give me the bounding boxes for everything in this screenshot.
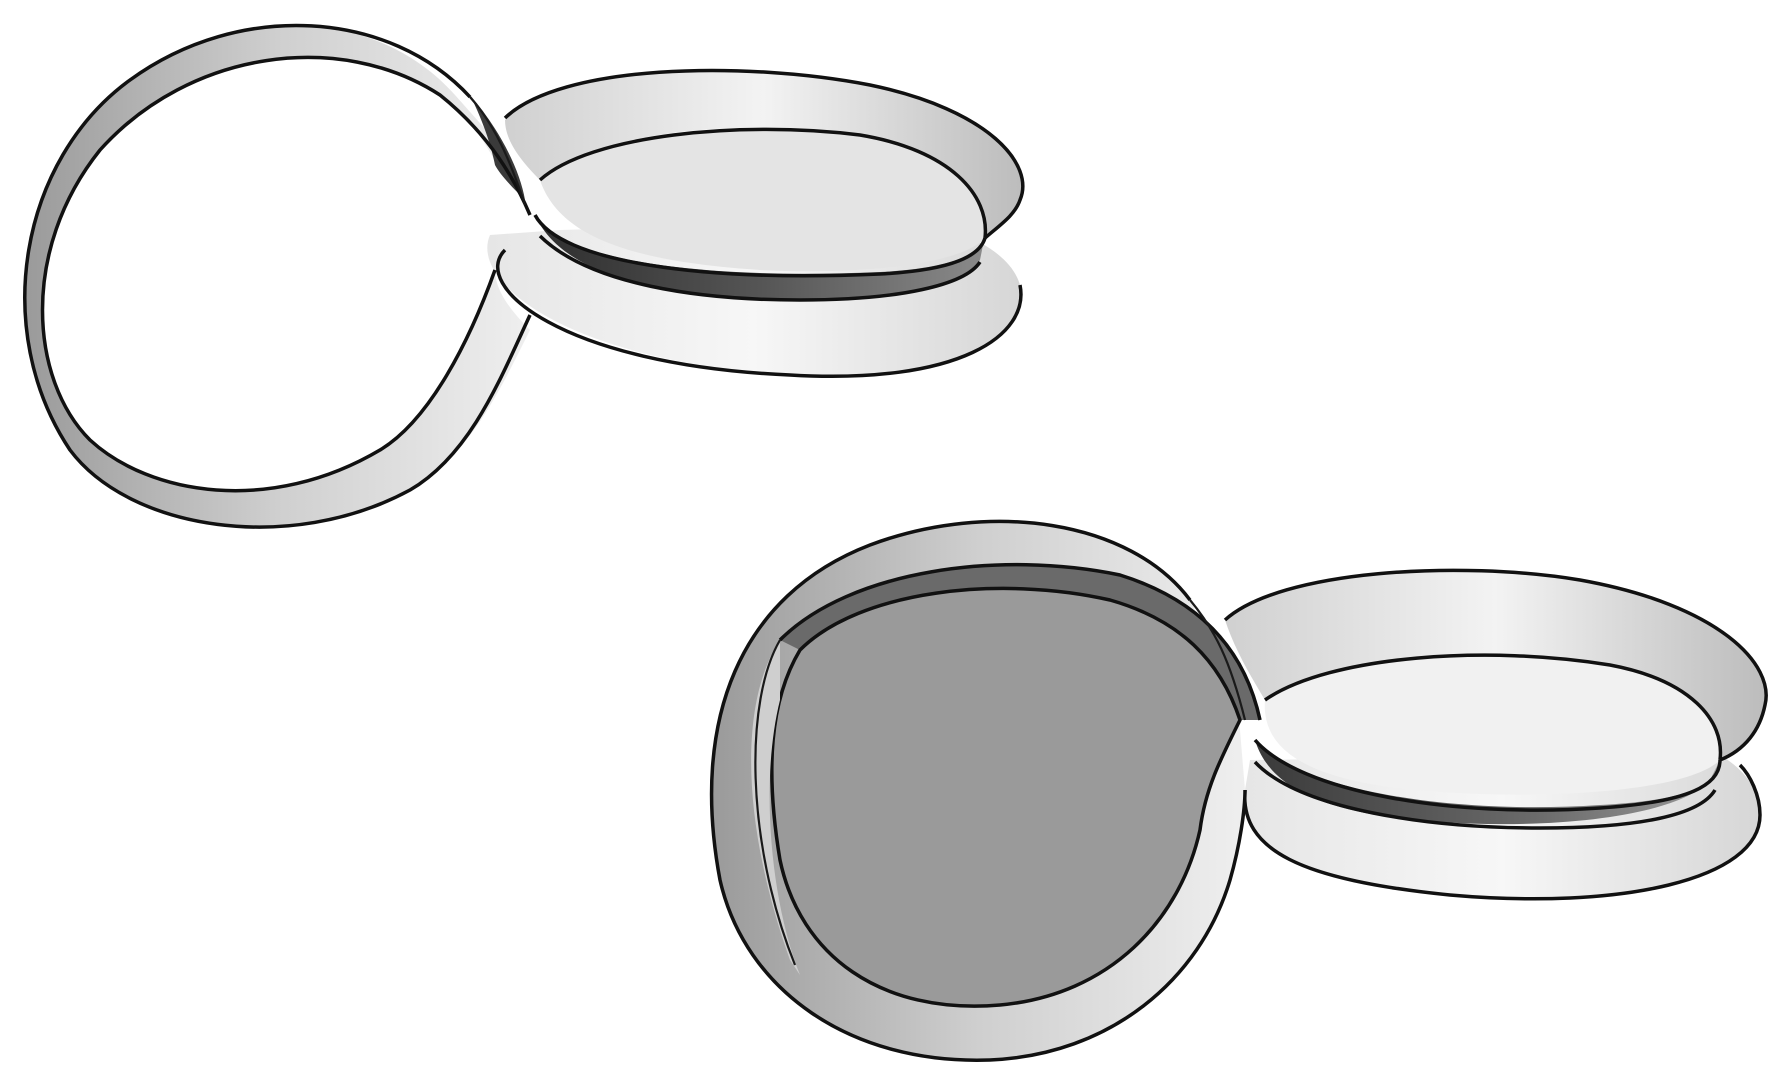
open-band-surface [25,25,1023,527]
capped-band-surface [712,521,1767,1060]
